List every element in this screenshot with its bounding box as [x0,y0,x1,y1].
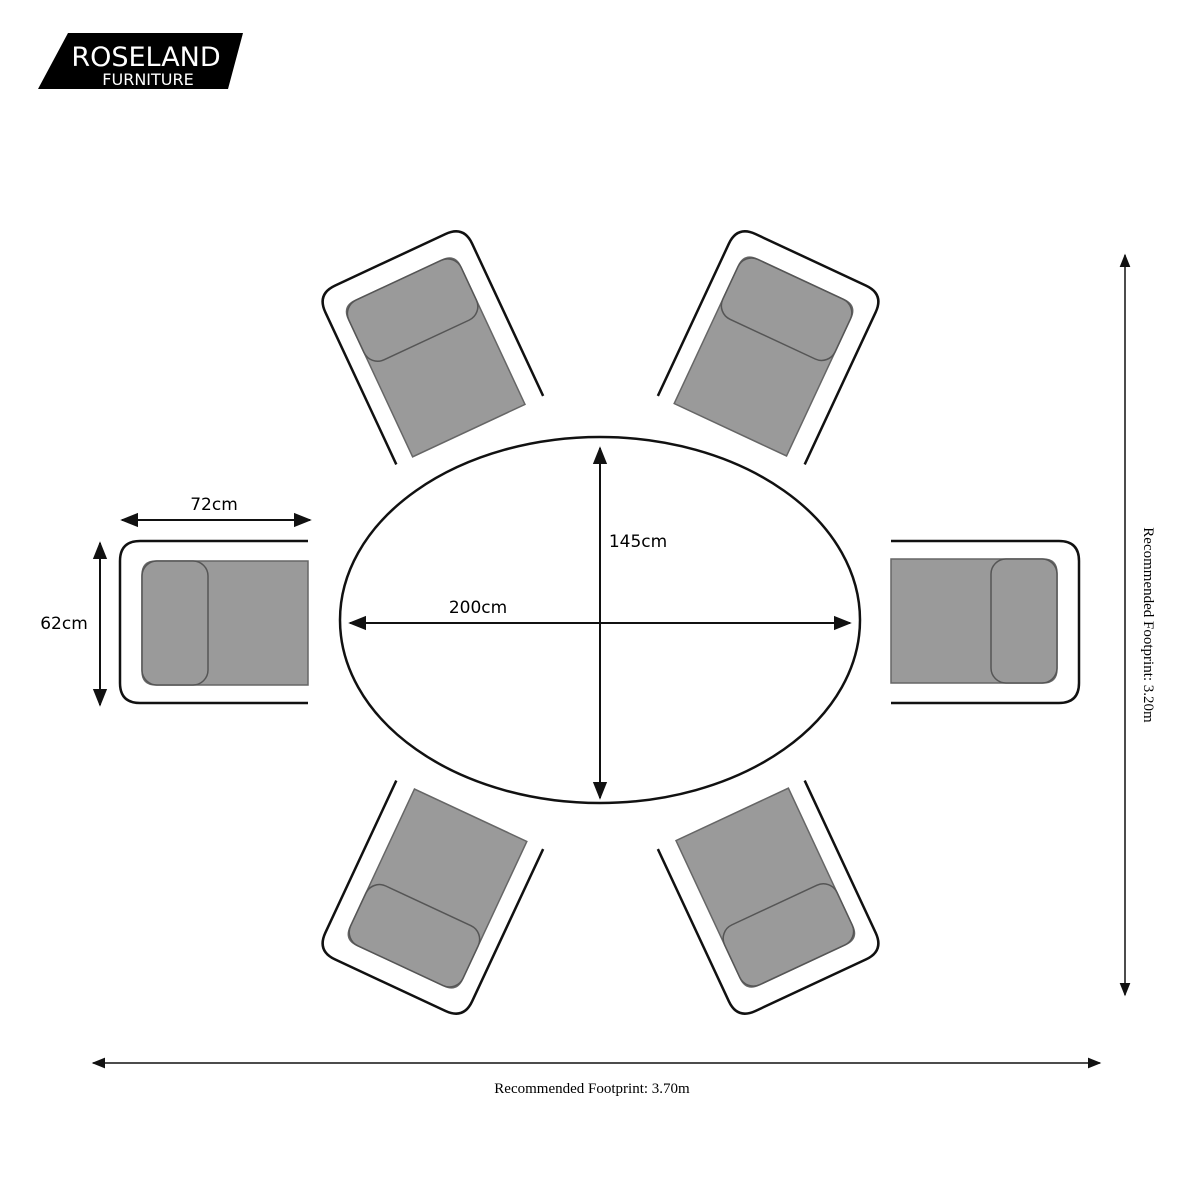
chair-width-label: 72cm [190,495,238,515]
chair-left [118,539,310,705]
chair-bottom-left [315,779,545,1021]
logo-line1: ROSELAND [71,42,220,73]
footprint-vertical-label: Recommended Footprint: 3.20m [1140,527,1156,723]
chair-depth-label: 62cm [40,614,88,634]
roseland-logo: ROSELAND FURNITURE [38,33,243,89]
table-width-label: 145cm [609,532,667,552]
chair-top-left [315,224,545,466]
footprint-horizontal-label: Recommended Footprint: 3.70m [494,1081,690,1097]
chair-right [889,539,1081,705]
chair-bottom-right [656,779,886,1021]
chair-top-right [656,224,886,466]
logo-line2: FURNITURE [102,70,193,89]
table-length-label: 200cm [449,598,507,618]
